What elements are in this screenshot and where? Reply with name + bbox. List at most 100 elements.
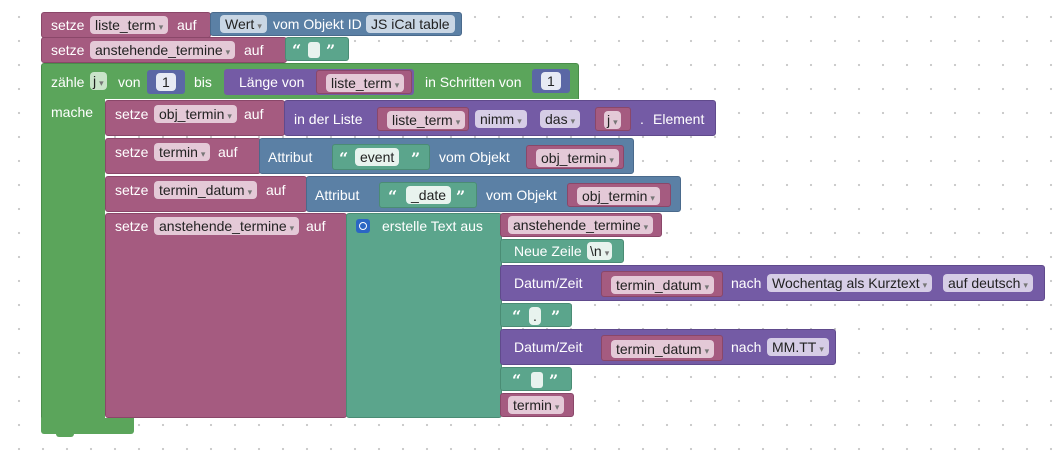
element-label: Element bbox=[653, 111, 705, 127]
das-dropdown[interactable]: das▾ bbox=[540, 110, 581, 128]
obj-var-dropdown[interactable]: obj_termin▾ bbox=[536, 149, 619, 167]
text-field-event[interactable]: event bbox=[355, 148, 400, 166]
vom-objekt-label: vom Objekt bbox=[439, 149, 510, 165]
join-item-format-weekday[interactable]: Datum/Zeit termin_datum▾ nach Wochentag … bbox=[500, 265, 1045, 301]
auf-label: auf bbox=[177, 17, 197, 33]
neue-zeile-label: Neue Zeile bbox=[514, 243, 582, 259]
attribut-label: Attribut bbox=[315, 187, 360, 203]
get-attribute-date-block[interactable]: Attribut “ _date ” vom Objekt obj_termin… bbox=[306, 176, 681, 212]
mache-label: mache bbox=[51, 104, 94, 120]
date-var-block[interactable]: termin_datum▾ bbox=[601, 271, 723, 297]
set-termin-block[interactable]: setze termin▾ auf bbox=[105, 138, 261, 174]
setze-label: setze bbox=[115, 144, 149, 160]
close-quote-icon: ” bbox=[551, 307, 561, 326]
var-dropdown-obj-termin[interactable]: obj_termin▾ bbox=[154, 105, 237, 123]
var-dropdown-termin[interactable]: termin▾ bbox=[508, 396, 565, 414]
list-length-block[interactable]: Länge von liste_term▾ bbox=[224, 69, 414, 95]
object-id-field[interactable]: JS iCal table bbox=[366, 15, 455, 33]
empty-text-field[interactable] bbox=[531, 372, 543, 388]
join-item-format-mmtt[interactable]: Datum/Zeit termin_datum▾ nach MM.TT▾ bbox=[500, 329, 836, 365]
empty-text-field[interactable] bbox=[308, 42, 320, 58]
set-liste-term-block[interactable]: setze liste_term▾ auf bbox=[41, 12, 211, 38]
get-attribute-event-block[interactable]: Attribut “ event ” vom Objekt obj_termin… bbox=[259, 138, 634, 174]
setze-label: setze bbox=[115, 218, 149, 234]
newline-dropdown[interactable]: \n▾ bbox=[587, 242, 613, 260]
open-quote-icon: “ bbox=[512, 307, 522, 326]
erstelle-text-label: erstelle Text aus bbox=[382, 218, 483, 234]
attribut-label: Attribut bbox=[268, 149, 313, 165]
open-quote-icon: “ bbox=[292, 41, 302, 60]
var-dropdown-termin[interactable]: termin▾ bbox=[154, 143, 211, 161]
nach-label: nach bbox=[731, 275, 762, 291]
list-var-dropdown[interactable]: liste_term▾ bbox=[326, 74, 405, 92]
laenge-von-label: Länge von bbox=[239, 74, 305, 90]
nach-label: nach bbox=[731, 339, 762, 355]
format-dropdown-weekday[interactable]: Wochentag als Kurztext▾ bbox=[767, 274, 933, 292]
auf-label: auf bbox=[306, 218, 326, 234]
text-join-block[interactable]: erstelle Text aus bbox=[346, 213, 502, 418]
step-number-field[interactable]: 1 bbox=[541, 72, 561, 90]
join-item-empty-text[interactable]: “ ” bbox=[500, 367, 572, 391]
set-termin-datum-block[interactable]: setze termin_datum▾ auf bbox=[105, 176, 307, 212]
loop-var-dropdown[interactable]: j▾ bbox=[90, 72, 107, 90]
close-quote-icon: ” bbox=[456, 187, 466, 206]
zaehle-label: zähle bbox=[51, 74, 85, 90]
list-var-block[interactable]: liste_term▾ bbox=[377, 107, 469, 131]
close-quote-icon: ” bbox=[326, 41, 336, 60]
get-state-block[interactable]: Wert▾ vom Objekt ID JS iCal table bbox=[210, 12, 462, 36]
in-schritten-label: in Schritten von bbox=[425, 74, 522, 90]
text-event-block[interactable]: “ event ” bbox=[332, 144, 430, 170]
set-anstehende-text-block[interactable]: setze anstehende_termine▾ auf bbox=[105, 213, 347, 418]
language-dropdown[interactable]: auf deutsch▾ bbox=[943, 274, 1033, 292]
var-dropdown-anstehende-termine[interactable]: anstehende_termine▾ bbox=[154, 217, 300, 235]
obj-var-block[interactable]: obj_termin▾ bbox=[567, 183, 671, 207]
join-item-termin[interactable]: termin▾ bbox=[500, 393, 574, 417]
setze-label: setze bbox=[115, 106, 149, 122]
number-block-step[interactable]: 1 bbox=[532, 69, 570, 93]
nimm-dropdown[interactable]: nimm▾ bbox=[475, 110, 527, 128]
setze-label: setze bbox=[115, 182, 149, 198]
date-var-block[interactable]: termin_datum▾ bbox=[601, 335, 723, 361]
text-field-date[interactable]: _date bbox=[406, 186, 452, 204]
index-var-block[interactable]: j▾ bbox=[595, 107, 631, 131]
number-block-from[interactable]: 1 bbox=[147, 70, 185, 94]
text-field-dot[interactable]: . bbox=[529, 307, 541, 325]
list-var-dropdown[interactable]: liste_term▾ bbox=[387, 111, 466, 129]
join-item-dot-text[interactable]: “ . ” bbox=[500, 303, 572, 327]
vom-objekt-id-label: vom Objekt ID bbox=[273, 16, 362, 32]
auf-label: auf bbox=[244, 42, 264, 58]
empty-text-block[interactable]: “ ” bbox=[285, 37, 349, 61]
set-anstehende-block[interactable]: setze anstehende_termine▾ auf bbox=[41, 37, 287, 63]
gear-icon[interactable] bbox=[356, 219, 370, 233]
date-var-dropdown[interactable]: termin_datum▾ bbox=[611, 340, 715, 358]
auf-label: auf bbox=[244, 106, 264, 122]
setze-label: setze bbox=[51, 42, 85, 58]
text-date-block[interactable]: “ _date ” bbox=[379, 182, 477, 208]
var-dropdown-liste-term[interactable]: liste_term▾ bbox=[90, 16, 169, 34]
open-quote-icon: “ bbox=[512, 371, 522, 390]
join-item-newline[interactable]: Neue Zeile \n▾ bbox=[500, 239, 624, 263]
join-item-anstehende[interactable]: anstehende_termine▾ bbox=[500, 213, 662, 237]
list-var-block[interactable]: liste_term▾ bbox=[316, 70, 412, 94]
set-obj-termin-block[interactable]: setze obj_termin▾ auf bbox=[105, 100, 285, 136]
loop-bottom-tab bbox=[56, 432, 74, 437]
var-dropdown-anstehende-termine[interactable]: anstehende_termine▾ bbox=[508, 216, 654, 234]
von-label: von bbox=[118, 74, 141, 90]
open-quote-icon: “ bbox=[339, 149, 349, 168]
index-var-dropdown[interactable]: j▾ bbox=[604, 111, 621, 129]
attr-dropdown-wert[interactable]: Wert▾ bbox=[220, 15, 267, 33]
from-number-field[interactable]: 1 bbox=[156, 73, 176, 91]
list-get-block[interactable]: in der Liste liste_term▾ nimm▾ das▾ j▾ .… bbox=[284, 100, 716, 136]
date-var-dropdown[interactable]: termin_datum▾ bbox=[611, 276, 715, 294]
in-der-liste-label: in der Liste bbox=[294, 111, 363, 127]
var-dropdown-termin-datum[interactable]: termin_datum▾ bbox=[154, 181, 258, 199]
format-dropdown-mmtt[interactable]: MM.TT▾ bbox=[767, 338, 829, 356]
datum-zeit-label: Datum/Zeit bbox=[514, 275, 583, 291]
loop-body-left: mache bbox=[41, 98, 105, 420]
var-dropdown-anstehende-termine[interactable]: anstehende_termine▾ bbox=[90, 41, 236, 59]
obj-var-block[interactable]: obj_termin▾ bbox=[526, 145, 624, 169]
obj-var-dropdown[interactable]: obj_termin▾ bbox=[577, 187, 660, 205]
bis-label: bis bbox=[194, 74, 212, 90]
auf-label: auf bbox=[266, 182, 286, 198]
auf-label: auf bbox=[218, 144, 238, 160]
